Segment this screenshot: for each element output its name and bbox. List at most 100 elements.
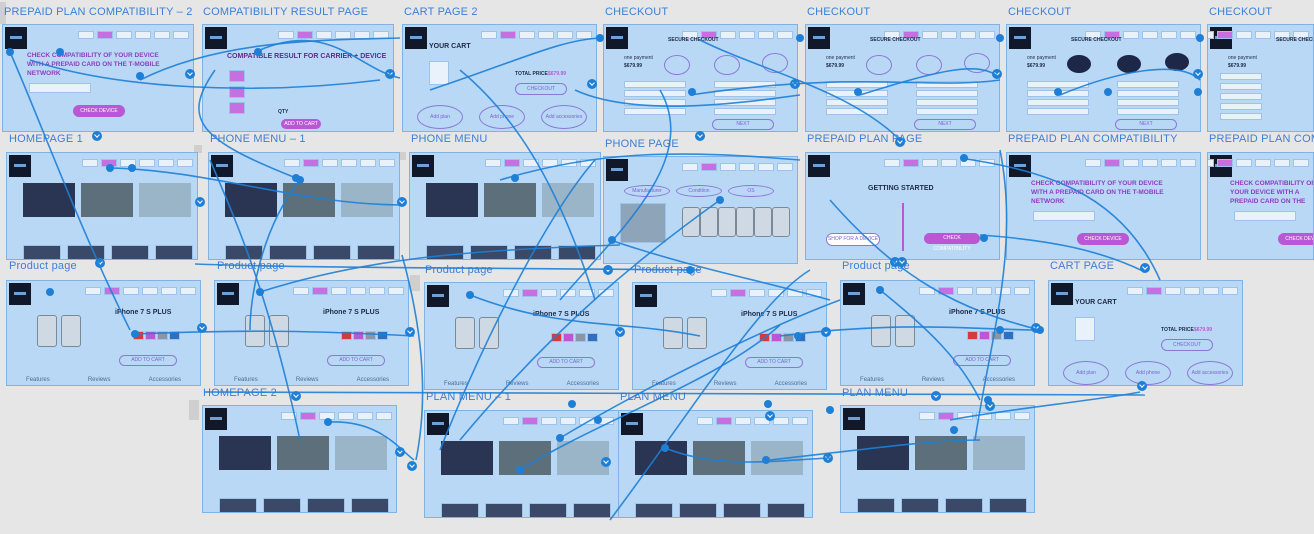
nav-item[interactable] bbox=[519, 31, 535, 39]
nav-item[interactable] bbox=[1217, 159, 1233, 167]
tab-accessories[interactable]: Accessories bbox=[566, 381, 599, 387]
nav-item[interactable] bbox=[957, 287, 973, 295]
hotspot-marker[interactable] bbox=[596, 34, 604, 42]
nav-item[interactable] bbox=[884, 31, 900, 39]
payment-option[interactable] bbox=[762, 53, 788, 73]
link-handle-icon[interactable] bbox=[291, 391, 301, 401]
link-handle-icon[interactable] bbox=[765, 411, 775, 421]
next-button[interactable]: NEXT bbox=[1115, 119, 1177, 130]
tab-features[interactable]: Features bbox=[234, 377, 258, 383]
checkout-field[interactable] bbox=[714, 81, 776, 88]
checkout-field[interactable] bbox=[1220, 103, 1262, 110]
color-swatch[interactable] bbox=[967, 331, 978, 340]
tab-reviews[interactable]: Reviews bbox=[87, 377, 111, 383]
checkout-field[interactable] bbox=[624, 90, 686, 97]
device-select[interactable] bbox=[1033, 211, 1095, 221]
nav-item[interactable] bbox=[78, 31, 94, 39]
check-device-button[interactable]: CHECK DEVICE bbox=[1278, 233, 1313, 245]
payment-option[interactable] bbox=[916, 55, 942, 75]
nav-item[interactable] bbox=[922, 159, 938, 167]
nav-item[interactable] bbox=[1142, 31, 1158, 39]
nav-item[interactable] bbox=[979, 31, 995, 39]
phone-thumbnail[interactable] bbox=[718, 207, 736, 237]
nav-item[interactable] bbox=[278, 31, 294, 39]
promo-tile[interactable] bbox=[351, 498, 389, 512]
frame-home[interactable] bbox=[409, 152, 601, 260]
promo-tile[interactable] bbox=[558, 245, 596, 259]
promo-tile[interactable] bbox=[441, 503, 479, 517]
hero-image[interactable] bbox=[426, 183, 478, 217]
hotspot-marker[interactable] bbox=[106, 164, 114, 172]
nav-item[interactable] bbox=[360, 159, 376, 167]
hero-image[interactable] bbox=[484, 183, 536, 217]
hotspot-marker[interactable] bbox=[128, 164, 136, 172]
nav-item[interactable] bbox=[919, 412, 935, 420]
phone-thumbnail[interactable] bbox=[682, 207, 700, 237]
checkout-field[interactable] bbox=[826, 81, 888, 88]
hotspot-marker[interactable] bbox=[854, 88, 862, 96]
nav-item[interactable] bbox=[682, 163, 698, 171]
promo-tile[interactable] bbox=[767, 503, 805, 517]
promo-tile[interactable] bbox=[269, 245, 307, 259]
promo-tile[interactable] bbox=[263, 498, 301, 512]
nav-item[interactable] bbox=[180, 287, 196, 295]
nav-item[interactable] bbox=[104, 287, 120, 295]
nav-item[interactable] bbox=[322, 159, 338, 167]
hotspot-marker[interactable] bbox=[764, 400, 772, 408]
nav-item[interactable] bbox=[560, 289, 576, 297]
nav-item[interactable] bbox=[995, 412, 1011, 420]
tab-reviews[interactable]: Reviews bbox=[505, 381, 529, 387]
payment-option[interactable] bbox=[866, 55, 892, 75]
nav-item[interactable] bbox=[373, 31, 389, 39]
nav-item[interactable] bbox=[522, 417, 538, 425]
nav-item[interactable] bbox=[523, 159, 539, 167]
nav-item[interactable] bbox=[154, 31, 170, 39]
nav-item[interactable] bbox=[97, 31, 113, 39]
color-swatch[interactable] bbox=[575, 333, 586, 342]
checkout-field[interactable] bbox=[1220, 73, 1262, 80]
nav-item[interactable] bbox=[1274, 159, 1290, 167]
nav-item[interactable] bbox=[922, 31, 938, 39]
nav-item[interactable] bbox=[1236, 31, 1252, 39]
nav-item[interactable] bbox=[884, 159, 900, 167]
nav-item[interactable] bbox=[941, 31, 957, 39]
link-handle-icon[interactable] bbox=[197, 323, 207, 333]
nav-item[interactable] bbox=[1293, 31, 1309, 39]
nav-item[interactable] bbox=[777, 31, 793, 39]
link-handle-icon[interactable] bbox=[931, 391, 941, 401]
nav-item[interactable] bbox=[580, 159, 596, 167]
nav-item[interactable] bbox=[557, 31, 573, 39]
nav-item[interactable] bbox=[123, 287, 139, 295]
hotspot-marker[interactable] bbox=[826, 406, 834, 414]
nav-item[interactable] bbox=[976, 287, 992, 295]
nav-item[interactable] bbox=[903, 31, 919, 39]
nav-item[interactable] bbox=[806, 289, 822, 297]
promo-tile[interactable] bbox=[573, 503, 611, 517]
link-handle-icon[interactable] bbox=[603, 265, 613, 275]
tab-reviews[interactable]: Reviews bbox=[921, 377, 945, 383]
add-to-cart-button[interactable]: ADD TO CART bbox=[119, 355, 177, 366]
nav-item[interactable] bbox=[1217, 31, 1233, 39]
nav-item[interactable] bbox=[758, 31, 774, 39]
checkout-field[interactable] bbox=[624, 81, 686, 88]
color-swatch[interactable] bbox=[759, 333, 770, 342]
nav-item[interactable] bbox=[522, 289, 538, 297]
frame-home[interactable] bbox=[840, 405, 1035, 513]
nav-item[interactable] bbox=[777, 163, 793, 171]
color-swatch[interactable] bbox=[365, 331, 376, 340]
promo-tile[interactable] bbox=[485, 503, 523, 517]
nav-item[interactable] bbox=[1123, 159, 1139, 167]
nav-item[interactable] bbox=[173, 31, 189, 39]
link-handle-icon[interactable] bbox=[95, 258, 105, 268]
payment-option[interactable] bbox=[1165, 53, 1189, 71]
nav-item[interactable] bbox=[787, 289, 803, 297]
hero-image[interactable] bbox=[341, 183, 393, 217]
nav-item[interactable] bbox=[739, 31, 755, 39]
hero-image[interactable] bbox=[283, 183, 335, 217]
payment-option[interactable] bbox=[714, 55, 740, 75]
nav-item[interactable] bbox=[293, 287, 309, 295]
nav-item[interactable] bbox=[541, 417, 557, 425]
